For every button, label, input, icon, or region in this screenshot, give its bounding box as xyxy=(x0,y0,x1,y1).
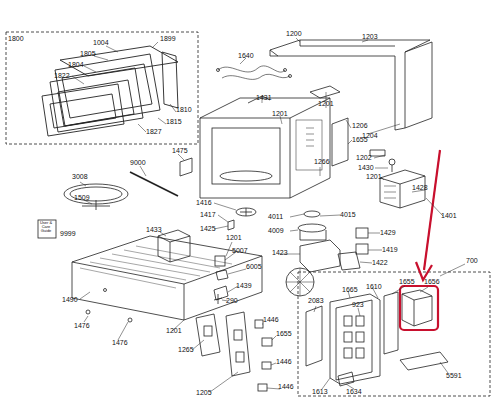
callout-number: 923 xyxy=(352,301,364,309)
callout-number: 1201 xyxy=(318,100,334,108)
callout-number: 4015 xyxy=(340,211,356,219)
callout-number: 1800 xyxy=(8,35,24,43)
callout-number: 1655 xyxy=(276,330,292,338)
callout-number: 1416 xyxy=(196,199,212,207)
callout-number: 1201 xyxy=(166,327,182,335)
callout-number: 1822 xyxy=(54,72,70,80)
booklet-title: User & Care Guide xyxy=(39,221,53,233)
callout-number: 1804 xyxy=(68,61,84,69)
callout-number: 1430 xyxy=(358,164,374,172)
callout-number: 1206 xyxy=(352,122,368,130)
callout-number: 1422 xyxy=(372,259,388,267)
callout-number: 700 xyxy=(466,257,478,265)
callout-number: 1004 xyxy=(93,39,109,47)
callout-number: 9999 xyxy=(60,230,76,238)
callout-number: 1476 xyxy=(112,339,128,347)
callout-number: 4009 xyxy=(268,227,284,235)
callout-number: 1200 xyxy=(286,30,302,38)
callout-number: 1205 xyxy=(196,389,212,397)
callout-number: 1266 xyxy=(314,158,330,166)
callout-number: 1634 xyxy=(346,388,362,396)
callout-number: 1610 xyxy=(366,283,382,291)
callout-number: 5591 xyxy=(446,372,462,380)
callout-number: 1423 xyxy=(272,249,288,257)
callout-number: 1446 xyxy=(263,316,279,324)
callout-number: 1899 xyxy=(160,35,176,43)
callout-number: 1665 xyxy=(342,286,358,294)
callout-number: 9000 xyxy=(130,159,146,167)
callout-number: 1656 xyxy=(424,278,440,286)
callout-number: 1509 xyxy=(74,194,90,202)
callout-number: 1446 xyxy=(278,383,294,391)
callout-number: 1655 xyxy=(352,136,368,144)
callout-number: 1201 xyxy=(272,110,288,118)
callout-number: 1827 xyxy=(146,128,162,136)
callout-number: 1431 xyxy=(256,94,272,102)
callout-number: 1425 xyxy=(200,225,216,233)
callout-number: 2083 xyxy=(308,297,324,305)
callout-number: 1419 xyxy=(382,246,398,254)
callout-number: 1433 xyxy=(146,226,162,234)
callout-number: 4011 xyxy=(268,213,283,221)
callout-number: 1439 xyxy=(236,282,252,290)
callout-number: 1475 xyxy=(172,147,188,155)
callout-number: 3008 xyxy=(72,173,88,181)
callout-number: 5007 xyxy=(232,247,248,255)
callout-number: 1203 xyxy=(362,33,378,41)
callout-number: 1655 xyxy=(399,278,415,286)
callout-number: 1201 xyxy=(366,173,382,181)
callout-number: 1805 xyxy=(80,50,96,58)
callout-number: 1490 xyxy=(62,296,78,304)
callout-number: 290 xyxy=(226,297,238,305)
callout-number: 1613 xyxy=(312,388,328,396)
callout-number: 1428 xyxy=(412,184,428,192)
callout-number: 6005 xyxy=(246,263,262,271)
callout-number: 1429 xyxy=(380,229,396,237)
callout-number: 1202 xyxy=(356,154,372,162)
callout-number: 1265 xyxy=(178,346,194,354)
callout-number: 1417 xyxy=(200,211,216,219)
callout-number: 1401 xyxy=(441,212,457,220)
callout-number: 1815 xyxy=(166,118,182,126)
callout-number: 1640 xyxy=(238,52,254,60)
callout-number: 1446 xyxy=(276,358,292,366)
callout-number: 1810 xyxy=(176,106,192,114)
callout-number: 1476 xyxy=(74,322,90,330)
callout-number: 1201 xyxy=(226,234,242,242)
